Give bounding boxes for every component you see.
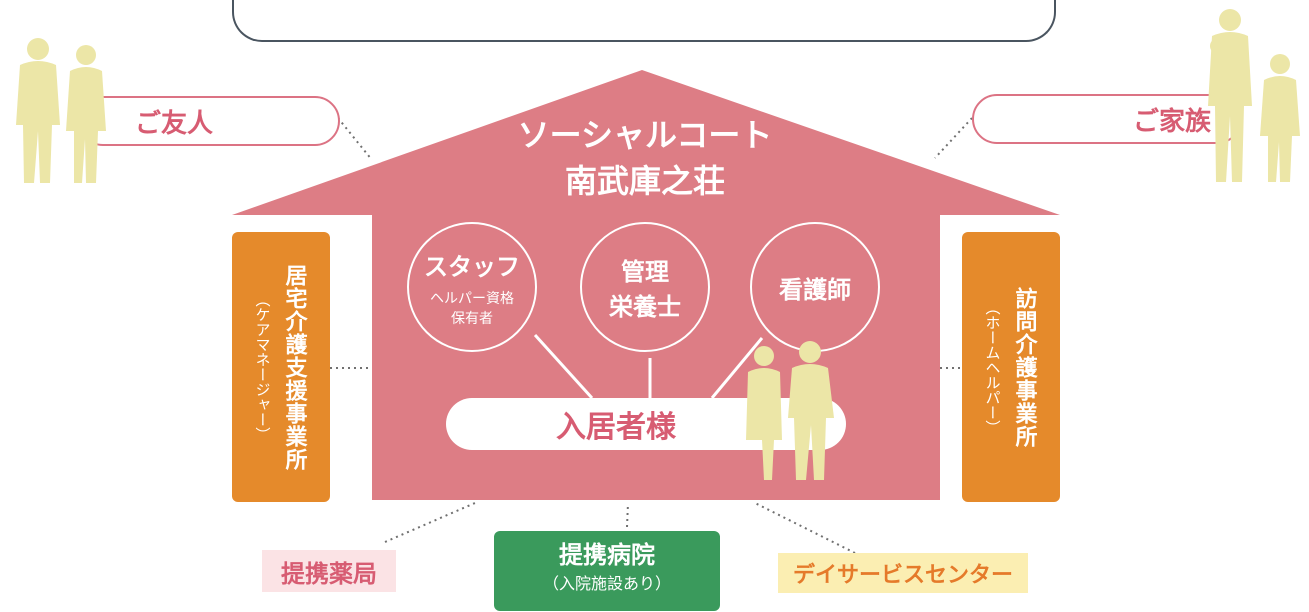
family-label-pill: ご家族 (972, 94, 1242, 144)
staff-sub1: ヘルパー資格 (430, 290, 514, 307)
house-title-line2: 南武庫之荘 (564, 162, 725, 200)
staff-circle: スタッフ ヘルパー資格 保有者 (407, 222, 537, 352)
hospital-note: （入院施設あり） (542, 574, 671, 593)
connector-pharmacy (384, 502, 476, 543)
staff-title: スタッフ (424, 252, 520, 281)
connector-family (934, 117, 973, 159)
connector-hospital (626, 502, 629, 528)
family-label: ご家族 (1132, 106, 1211, 137)
care-manager-note: （ケアマネージャー） (253, 292, 272, 442)
day-service-center-label: デイサービスセンター (778, 553, 1028, 593)
elderly-couple-silhouette-icon (746, 341, 834, 480)
resident-label: 入居者様 (556, 410, 676, 445)
partner-pharmacy-label: 提携薬局 (262, 550, 396, 592)
line-staff-resident (533, 333, 594, 400)
line-nurse-resident (710, 337, 764, 399)
nutritionist-circle: 管理 栄養士 (580, 222, 710, 352)
friend-label: ご友人 (134, 108, 213, 139)
nurse-title: 看護師 (779, 275, 851, 304)
staff-sub2: 保有者 (451, 310, 493, 327)
hospital-name: 提携病院 (559, 541, 655, 569)
house-title-line1: ソーシャルコート (517, 116, 773, 154)
day-service-text: デイサービスセンター (792, 563, 1013, 588)
home-helper-note: （ホームヘルパー） (983, 299, 1002, 435)
home-care-support-office-box: 居宅介護支援事業所 （ケアマネージャー） (232, 232, 330, 502)
family-silhouette-icon (1208, 9, 1300, 182)
visiting-care-office-name: 訪問介護事業所 (1011, 286, 1037, 448)
visiting-care-office-box: 訪問介護事業所 （ホームヘルパー） (962, 232, 1060, 502)
nutritionist-title2: 栄養士 (609, 293, 681, 321)
couple-silhouette-icon (16, 38, 106, 183)
connector-friend (337, 117, 373, 161)
nutritionist-title1: 管理 (621, 258, 669, 286)
friend-label-pill: ご友人 (78, 96, 340, 146)
house-title: ソーシャルコート 南武庫之荘 (500, 112, 790, 204)
partner-hospital-box: 提携病院 （入院施設あり） (494, 531, 720, 611)
pharmacy-text: 提携薬局 (281, 559, 377, 588)
connector-dayservice (754, 502, 856, 554)
home-care-support-office-name: 居宅介護支援事業所 (281, 263, 307, 471)
nurse-circle: 看護師 (750, 222, 880, 352)
